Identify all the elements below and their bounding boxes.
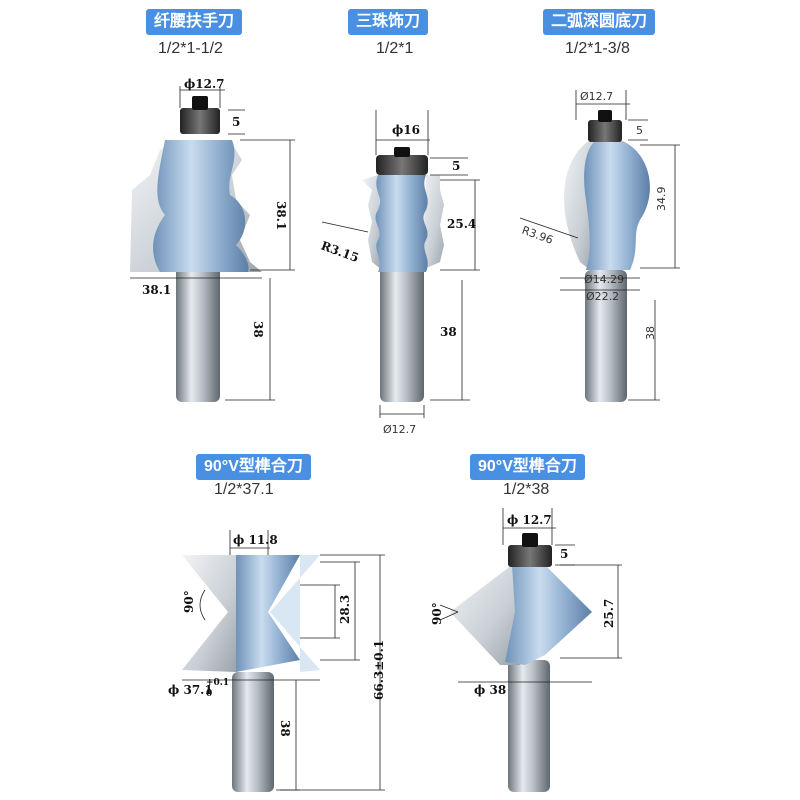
bit-3-body — [584, 140, 650, 270]
bit-1-dim-bearing: 5 — [232, 115, 240, 129]
bit-3-bearing — [588, 120, 622, 142]
bit-5-bearing — [508, 545, 552, 567]
product-1-spec: 1/2*1-1/2 — [158, 40, 223, 57]
bit-1-bearing — [180, 108, 220, 134]
bit-3-dim-radius: R3.96 — [520, 224, 555, 247]
product-5-spec: 1/2*38 — [503, 481, 550, 498]
bit-1-illustration: ϕ12.7 5 38.1 38.1 38 — [130, 77, 295, 402]
bit-5-illustration: ϕ 12.7 5 90° 25.7 ϕ 38 — [430, 508, 622, 792]
product-3-title: 二弧深圆底刀 — [543, 9, 656, 35]
bit-4-body — [236, 555, 300, 672]
bit-3-shank — [585, 270, 627, 402]
bit-2-body — [375, 175, 428, 272]
bit-2-illustration: ϕ16 5 25.4 R3.15 38 Ø12.7 — [319, 110, 480, 436]
bit-2-dim-body: ϕ16 — [392, 123, 420, 137]
product-4-spec: 1/2*37.1 — [214, 481, 274, 498]
bit-3-dim-shank: 38 — [644, 326, 657, 340]
bit-1-shank — [176, 262, 220, 402]
bit-4-dim-total: 66.3±0.1 — [372, 640, 386, 700]
bit-5-body — [505, 565, 592, 665]
bit-5-dim-angle: 90° — [430, 602, 444, 625]
bit-2-dim-height: 25.4 — [447, 217, 476, 231]
bit-5-dim-bearing: 5 — [560, 547, 568, 561]
bit-5-shank — [508, 660, 550, 792]
bit-4-dim-angle: 90° — [182, 590, 196, 613]
bit-3-dim-outer: Ø22.2 — [586, 290, 619, 303]
bit-5-dim-cut: ϕ 38 — [474, 683, 506, 697]
product-3-spec: 1/2*1-3/8 — [565, 40, 630, 57]
bit-4-dim-mid: 28.3 — [338, 595, 352, 624]
bit-3-dim-bearing: 5 — [636, 124, 643, 137]
bit-4-shank — [232, 672, 274, 792]
product-4-title: 90°V型榫合刀 — [196, 454, 311, 480]
product-5-title: 90°V型榫合刀 — [470, 454, 585, 480]
bit-4-dim-shaft: ϕ 11.8 — [233, 533, 278, 547]
bit-4-dim-shank: 38 — [278, 720, 292, 737]
bit-5-dim-shaft: ϕ 12.7 — [507, 513, 552, 527]
bit-1-body — [153, 140, 249, 272]
bit-4-illustration: ϕ 11.8 90° 28.3 66.3±0.1 ϕ 37.1 +0.1 0 3… — [168, 530, 386, 792]
bit-1-dim-height: 38.1 — [274, 201, 288, 230]
bit-1-dim-shank: 38 — [251, 321, 265, 338]
bit-2-bearing — [376, 155, 428, 175]
bit-1-dim-shaft: ϕ12.7 — [184, 77, 225, 91]
bit-4-dim-cut: ϕ 37.1 — [168, 683, 213, 697]
bit-3-illustration: Ø12.7 5 34.9 R3.96 Ø14.29 Ø22.2 38 — [519, 90, 680, 402]
bit-2-dim-shank-dia: Ø12.7 — [383, 423, 416, 436]
product-2-title: 三珠饰刀 — [348, 9, 429, 35]
bit-2-shank — [380, 262, 424, 402]
product-1-title: 纤腰扶手刀 — [146, 9, 243, 35]
bit-3-dim-shaft: Ø12.7 — [580, 90, 613, 103]
bit-4-dim-tol: +0.1 — [206, 678, 229, 688]
bit-3-dim-height: 34.9 — [655, 187, 668, 212]
bit-4-dim-tol0: 0 — [206, 689, 212, 699]
bit-2-dim-shank: 38 — [440, 325, 457, 339]
bit-2-dim-bearing: 5 — [452, 159, 460, 173]
bit-2-dim-radius: R3.15 — [319, 239, 361, 266]
bit-1-dim-width: 38.1 — [142, 283, 171, 297]
bit-5-dim-height: 25.7 — [602, 599, 616, 628]
product-2-spec: 1/2*1 — [376, 40, 414, 57]
bit-3-dim-inner: Ø14.29 — [584, 273, 624, 286]
